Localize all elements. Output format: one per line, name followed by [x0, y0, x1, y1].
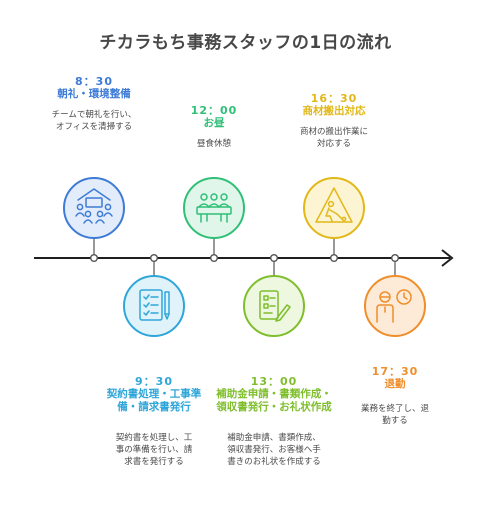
timeline-dot-2 — [149, 253, 158, 262]
event-5-label: 商材搬出対応 — [302, 105, 366, 117]
timeline-dot-4 — [270, 253, 279, 262]
timeline-dot-3 — [209, 253, 218, 262]
document-write-icon — [243, 275, 305, 337]
event-4: 13：00 補助金申請・書類作成・ 領収書発行・お礼状作成 補助金申請、書類作成… — [200, 375, 348, 468]
event-4-desc: 補助金申請、書類作成、 領収書発行、お客様へ手 書きのお礼状を作成する — [227, 433, 321, 467]
event-6-label: 退勤 — [384, 378, 406, 390]
event-5-desc: 商材の搬出作業に 対応する — [299, 127, 368, 149]
event-1: 8：30 朝礼・環境整備 チームで朝礼を行い、 オフィスを清掃する — [34, 75, 154, 133]
timeline-dot-1 — [89, 253, 98, 262]
event-6-desc: 業務を終了し、退 勤する — [360, 404, 429, 426]
diagram-title: チカラもち事務スタッフの1日の流れ — [99, 33, 392, 53]
event-2: 9：30 契約書処理・工事準 備・請求書発行 契約書を処理し、工 事の準備を行い… — [90, 375, 218, 468]
construction-worker-icon — [303, 177, 365, 239]
event-4-label: 補助金申請・書類作成・ 領収書発行・お礼状作成 — [216, 388, 332, 413]
event-1-time: 8：30 — [75, 75, 113, 88]
event-2-time: 9：30 — [135, 375, 173, 388]
event-5-time: 16：30 — [310, 92, 358, 105]
checklist-icon — [123, 275, 185, 337]
event-6-time: 17：30 — [371, 365, 419, 378]
event-3-time: 12：00 — [190, 104, 238, 117]
event-1-label: 朝礼・環境整備 — [57, 88, 131, 100]
event-5: 16：30 商材搬出対応 商材の搬出作業に 対応する — [284, 92, 384, 150]
timeline-arrowhead — [441, 249, 454, 267]
event-3-desc: 昼食休憩 — [196, 139, 231, 149]
event-4-time: 13：00 — [250, 375, 298, 388]
event-2-desc: 契約書を処理し、工 事の準備を行い、請 求書を発行する — [115, 433, 193, 467]
meeting-room-icon — [63, 177, 125, 239]
person-clock-icon — [364, 275, 426, 337]
event-2-label: 契約書処理・工事準 備・請求書発行 — [106, 388, 202, 413]
event-3-label: お昼 — [203, 117, 225, 129]
event-3: 12：00 お昼 昼食休憩 — [164, 104, 264, 150]
event-1-desc: チームで朝礼を行い、 オフィスを清掃する — [51, 110, 137, 132]
timeline-dot-5 — [330, 253, 339, 262]
timeline-dot-6 — [391, 253, 400, 262]
event-6: 17：30 退勤 業務を終了し、退 勤する — [345, 365, 445, 427]
lunch-group-icon — [183, 177, 245, 239]
